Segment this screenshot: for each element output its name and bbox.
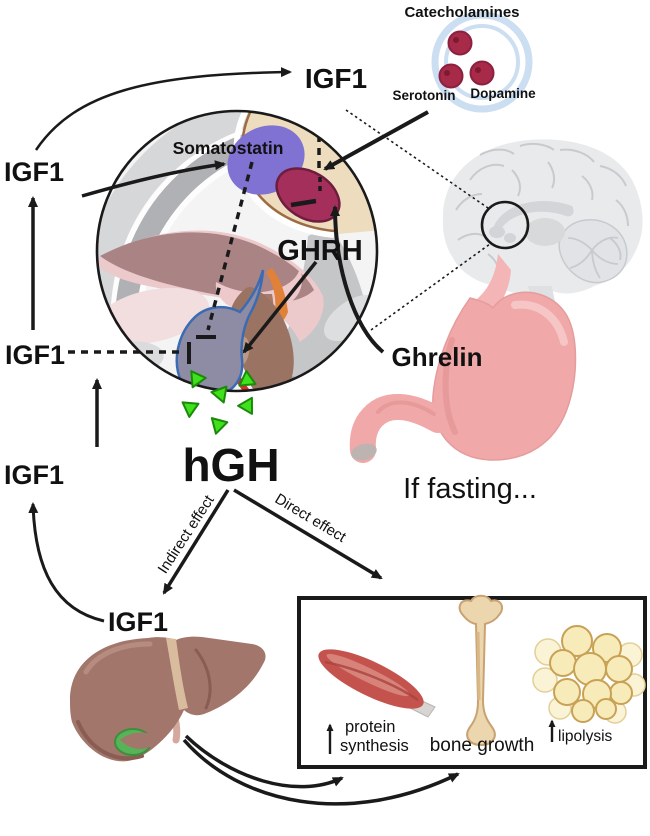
bone-illustration: [458, 594, 503, 747]
liver-to-effects-arrow-1: [184, 734, 344, 789]
liver-illustration: [70, 636, 266, 762]
infundibulum-orange: [266, 268, 288, 326]
igf1-loop-top-arrow: [34, 67, 292, 151]
somatostatin-inhibition-dashed-line: [206, 161, 254, 331]
direct-effect-arrow: [233, 488, 383, 580]
nucleus-inhibition-bar: [290, 198, 317, 208]
catecholamines-vesicle: [431, 11, 533, 113]
protein-label-line1: protein: [345, 718, 395, 736]
lipolysis-label: lipolysis: [558, 728, 613, 745]
magnifier-connector-lines: [345, 109, 491, 331]
hgh-label: hGH: [182, 439, 279, 491]
fat-cells-illustration: [532, 625, 646, 724]
serotonin-label: Serotonin: [393, 88, 456, 103]
ghrh-label: GHRH: [277, 235, 362, 267]
igf1-left-upper-label: IGF1: [4, 157, 64, 187]
falciform-ligament: [166, 638, 188, 710]
indirect-effect-arrow: [162, 489, 230, 595]
ghrelin-arrow: [330, 205, 385, 354]
ghrh-arrow: [242, 260, 318, 354]
neurotransmitter-dots: [438, 30, 495, 89]
somatostatin-label: Somatostatin: [173, 138, 284, 158]
protein-label-line2: synthesis: [340, 737, 409, 755]
igf1-left-mid-label: IGF1: [5, 340, 65, 370]
catecholamines-arrow: [323, 110, 429, 171]
igf1-liver-up-curve: [28, 502, 105, 623]
stomach-illustration: [349, 254, 577, 463]
ghrelin-label: Ghrelin: [391, 342, 482, 372]
if-fasting-label: If fasting...: [403, 473, 537, 505]
catecholamines-label: Catecholamines: [404, 4, 519, 21]
dopamine-label: Dopamine: [470, 86, 536, 101]
muscle-illustration: [318, 649, 436, 718]
cerebellum-branches: [567, 236, 619, 279]
anterior-pituitary: [175, 269, 265, 391]
magnifier-source-circle: [480, 200, 530, 250]
igf1-top-label: IGF1: [305, 63, 367, 94]
igf1-left-lower-label: IGF1: [4, 460, 64, 490]
igf1-liver-label: IGF1: [108, 607, 168, 637]
indirect-effect-label: Indirect effect: [155, 492, 219, 577]
effects-box: [297, 594, 647, 769]
bone-growth-label: bone growth: [430, 735, 535, 756]
pathway-arrows: [28, 67, 460, 806]
magnified-circle-rim: [95, 109, 379, 393]
liver-to-effects-arrow-2: [182, 738, 460, 806]
brain-illustration: [442, 139, 643, 368]
brain-gyri: [455, 142, 629, 277]
somatostatin-stimulation-arrow: [81, 160, 226, 198]
hgh-secretion-triangles: [181, 370, 257, 435]
